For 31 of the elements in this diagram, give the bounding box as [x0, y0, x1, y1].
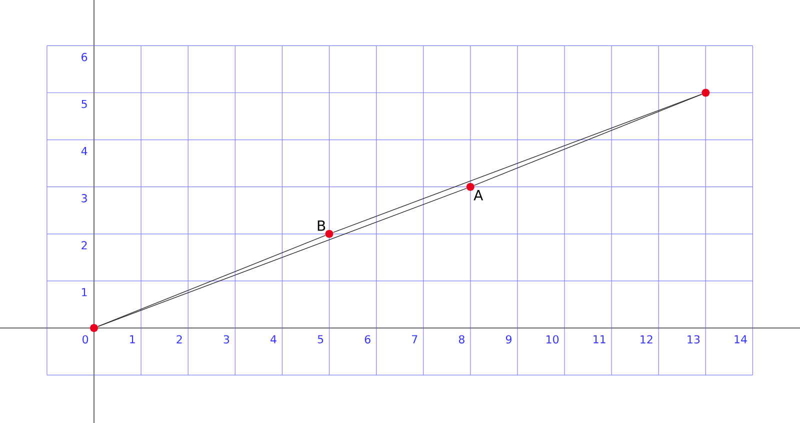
tick-label: 3 [82, 194, 87, 202]
tick-label: 5 [318, 335, 324, 344]
tick-label: 8 [458, 335, 464, 344]
tick-label: 2 [82, 241, 87, 250]
tick-label: 12 [640, 335, 652, 344]
line-segment [332, 94, 702, 233]
tick-label: 5 [82, 100, 87, 108]
tick-label: 4 [81, 147, 88, 156]
tick-label: 6 [82, 52, 88, 62]
node-label: A [474, 190, 484, 200]
tick-label: 10 [546, 335, 559, 344]
point: B [318, 220, 334, 238]
line-segment [98, 188, 467, 327]
tick-label: 4 [270, 335, 276, 344]
point [90, 324, 98, 332]
tick-label: 14 [734, 335, 747, 344]
tick-label: 0 [82, 335, 88, 344]
line-segment [474, 94, 702, 186]
tick-label: 6 [364, 335, 370, 344]
tick-label: 7 [412, 335, 418, 344]
point [702, 88, 710, 97]
tick-label: 13 [688, 335, 700, 344]
tick-label: 1 [130, 335, 135, 344]
tick-label: 11 [594, 335, 606, 344]
point: A [466, 182, 484, 200]
tick-label: 1 [82, 288, 87, 296]
node-label: B [318, 220, 326, 231]
tick-label: 9 [506, 335, 512, 344]
line-segment [98, 235, 326, 327]
tick-label: 3 [224, 335, 230, 344]
tick-label: 2 [176, 335, 182, 344]
